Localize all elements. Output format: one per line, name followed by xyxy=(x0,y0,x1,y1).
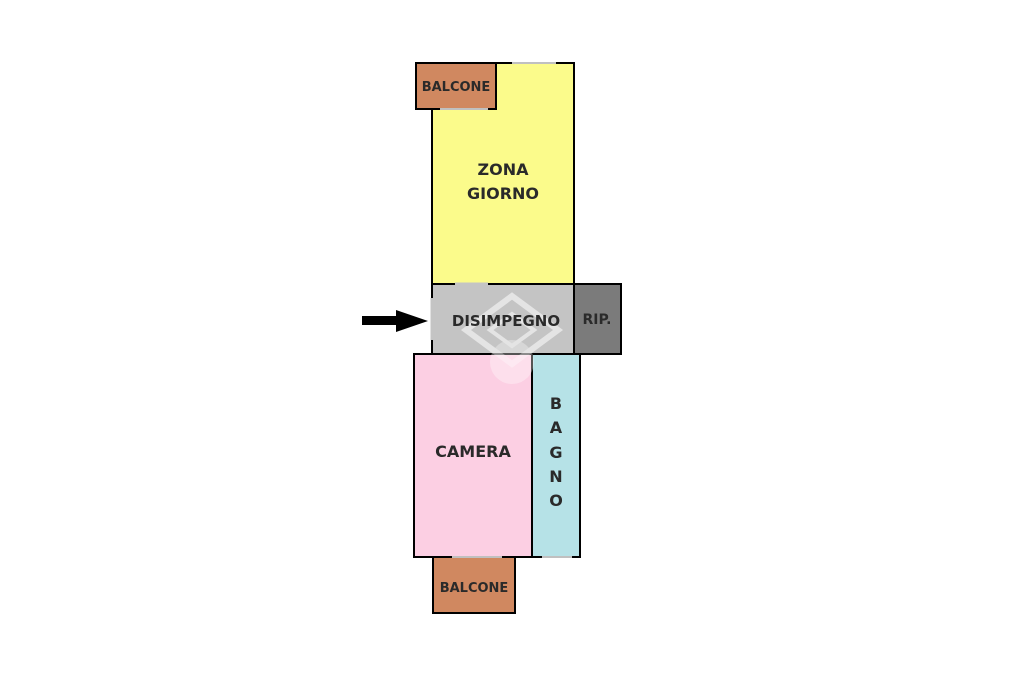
label-balcone-top: BALCONE xyxy=(422,80,491,95)
label-zona-giorno-line2: GIORNO xyxy=(467,184,539,203)
label-ripostiglio: RIP. xyxy=(583,312,612,328)
label-bagno-letter: N xyxy=(549,467,562,486)
label-bagno-letter: A xyxy=(550,418,563,437)
diamond-logo-watermark-icon xyxy=(460,292,564,384)
room-camera xyxy=(413,353,533,558)
label-camera: CAMERA xyxy=(435,442,511,461)
arrow-right-icon xyxy=(362,310,428,332)
label-bagno-letter: B xyxy=(550,394,562,413)
room-balcone-top xyxy=(415,62,497,110)
label-balcone-bottom: BALCONE xyxy=(440,581,509,596)
room-bagno xyxy=(531,353,581,558)
label-disimpegno: DISIMPEGNO xyxy=(452,312,560,330)
label-zona-giorno-line1: ZONA xyxy=(478,160,530,179)
label-bagno-letter: G xyxy=(549,443,562,462)
label-bagno-letter: O xyxy=(549,491,563,510)
room-ripostiglio xyxy=(573,283,622,355)
